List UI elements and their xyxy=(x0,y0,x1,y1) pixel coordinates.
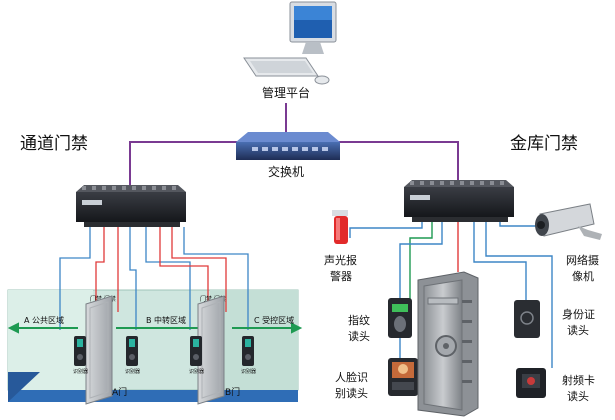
reader-icon xyxy=(190,336,202,366)
alarm-label-line1: 声光报 xyxy=(324,253,357,267)
zone-c-label: C 受控区域 xyxy=(254,315,294,325)
door-b-label: B门 xyxy=(225,386,240,398)
channel-readers: 识别器 识别器 识别器 识别器 xyxy=(73,336,256,375)
network-camera-icon xyxy=(535,203,602,240)
switch-device-icon xyxy=(236,132,340,160)
zone-b-label: B 中转区域 xyxy=(146,315,186,325)
alarm-siren-icon xyxy=(332,210,348,244)
camera-label-line1: 网络摄 xyxy=(566,253,599,267)
network-lines xyxy=(129,103,459,185)
zone-a-label: A 公共区域 xyxy=(24,315,64,325)
channel-controller-icon xyxy=(76,185,186,227)
face-reader-icon xyxy=(388,358,418,396)
vault-door-icon xyxy=(417,271,479,417)
face-label-line2: 别读头 xyxy=(335,386,368,400)
door-a-icon xyxy=(85,295,113,405)
floor xyxy=(8,390,298,402)
switch-vault-link xyxy=(338,141,459,180)
switch-label: 交换机 xyxy=(268,164,304,179)
idcard-label-line1: 身份证 xyxy=(562,307,595,321)
zone-arrows xyxy=(7,322,303,334)
face-label-line1: 人脸识 xyxy=(335,370,368,384)
fingerprint-reader-icon xyxy=(388,298,412,338)
reader-tag: 识别器 xyxy=(73,368,88,375)
fingerprint-label-line1: 指纹 xyxy=(348,313,370,327)
door-b-icon xyxy=(197,295,225,405)
reader-tag: 识别器 xyxy=(241,368,256,375)
channel-section-title: 通道门禁 xyxy=(20,134,88,154)
rfcard-reader-icon xyxy=(516,368,546,398)
door-a-label: A门 xyxy=(112,386,127,398)
computer-icon xyxy=(243,1,337,85)
fingerprint-label-line2: 读头 xyxy=(348,329,370,343)
vault-section-title: 金库门禁 xyxy=(510,134,578,154)
channel-wiring xyxy=(59,227,249,330)
reader-tag: 识别器 xyxy=(189,368,204,375)
reader-icon xyxy=(126,336,138,366)
rfcard-label-line2: 读头 xyxy=(567,389,589,403)
rfcard-label-line1: 射频卡 xyxy=(562,373,595,387)
switch-channel-link xyxy=(129,141,240,185)
reader-icon xyxy=(74,336,86,366)
channel-area xyxy=(7,289,299,402)
idcard-label-line2: 读头 xyxy=(567,323,589,337)
vault-controller-icon xyxy=(404,180,514,222)
platform-label: 管理平台 xyxy=(262,85,310,100)
idcard-reader-icon xyxy=(514,300,540,338)
reader-tag: 识别器 xyxy=(125,368,140,375)
alarm-label-line2: 警器 xyxy=(330,269,352,283)
camera-label-line2: 像机 xyxy=(572,269,594,283)
reader-icon xyxy=(242,336,254,366)
